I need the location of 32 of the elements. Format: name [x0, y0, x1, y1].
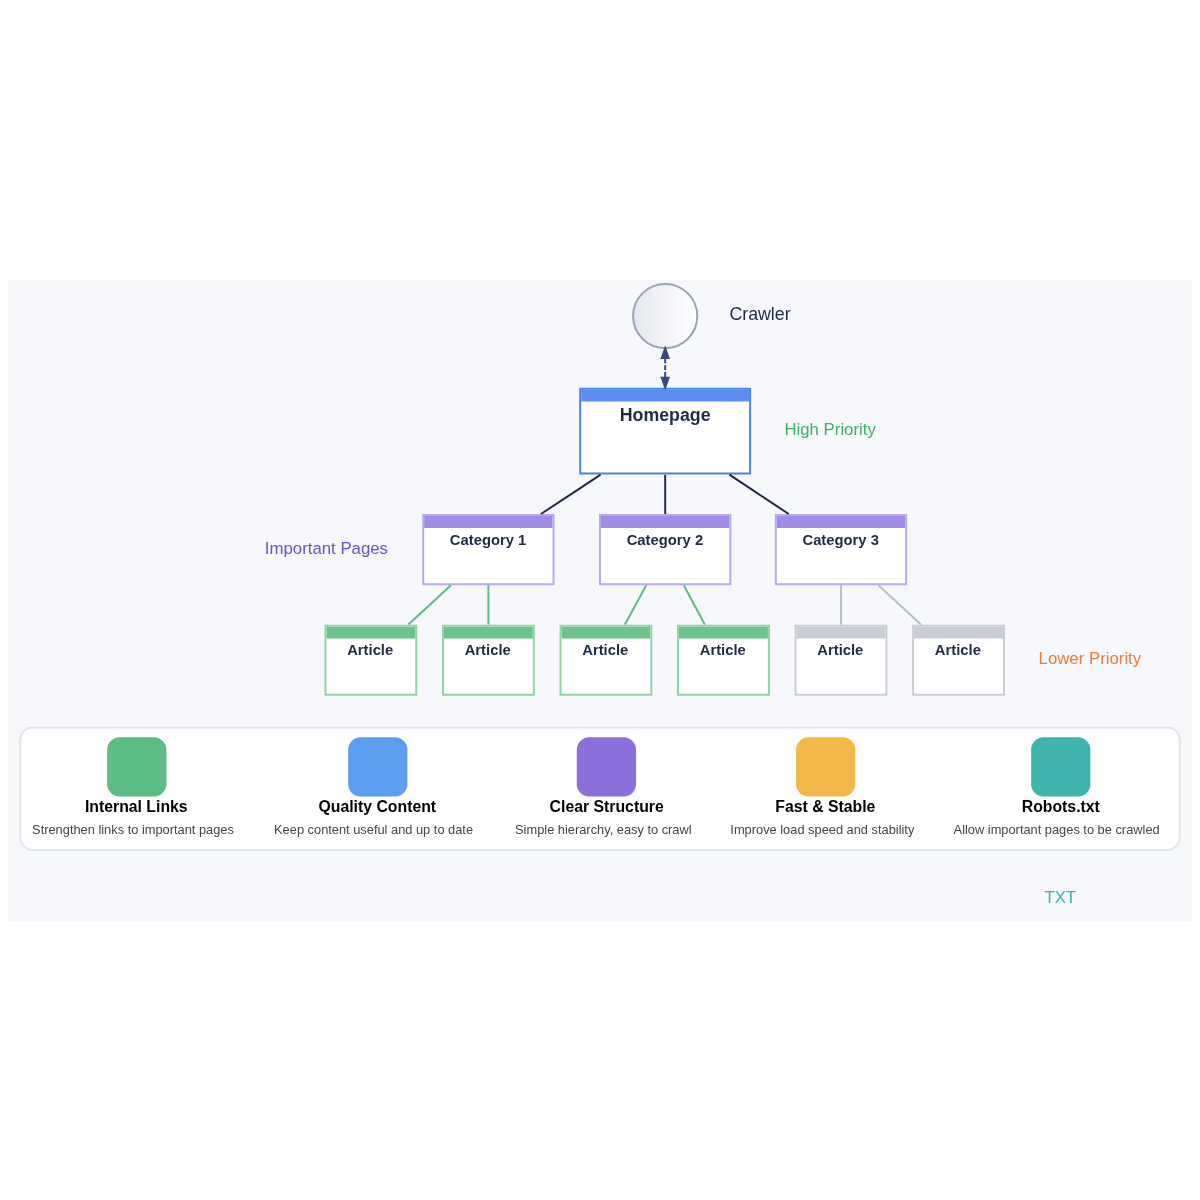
- node-label: Simple hierarchy, easy to crawl: [515, 821, 692, 837]
- connector: [840, 583, 842, 626]
- connector: [877, 583, 922, 626]
- node-label: Clear Structure: [549, 797, 664, 815]
- label: Important Pages: [264, 538, 388, 558]
- node-label: Strengthen links to important pages: [32, 821, 234, 837]
- connector: [728, 473, 790, 515]
- node-label: Internal Links: [84, 797, 188, 815]
- connector: [623, 583, 648, 626]
- node-label: Keep content useful and up to date: [274, 821, 474, 837]
- connector: [664, 473, 667, 515]
- node-box: [1031, 736, 1091, 797]
- node-box: [348, 736, 408, 797]
- cluster: [19, 725, 1181, 851]
- node-box: [796, 736, 856, 797]
- node-label: Allow important pages to be crawled: [953, 821, 1160, 837]
- arrow: [660, 344, 671, 391]
- node-label: Robots.txt: [1021, 797, 1100, 815]
- connector: [487, 583, 490, 626]
- node-label: Improve load speed and stability: [730, 821, 915, 837]
- node-label: Crawler: [729, 303, 791, 324]
- label: TXT: [1044, 887, 1077, 907]
- node-box: [576, 736, 637, 797]
- node-label: Quality Content: [318, 797, 437, 815]
- label: Lower Priority: [1038, 648, 1142, 668]
- connector: [407, 583, 452, 626]
- node-robot: [632, 282, 699, 349]
- node-box: [107, 736, 167, 797]
- connector: [539, 473, 602, 515]
- connector: [682, 583, 706, 626]
- label: High Priority: [784, 419, 876, 439]
- node-label: Fast & Stable: [775, 797, 876, 815]
